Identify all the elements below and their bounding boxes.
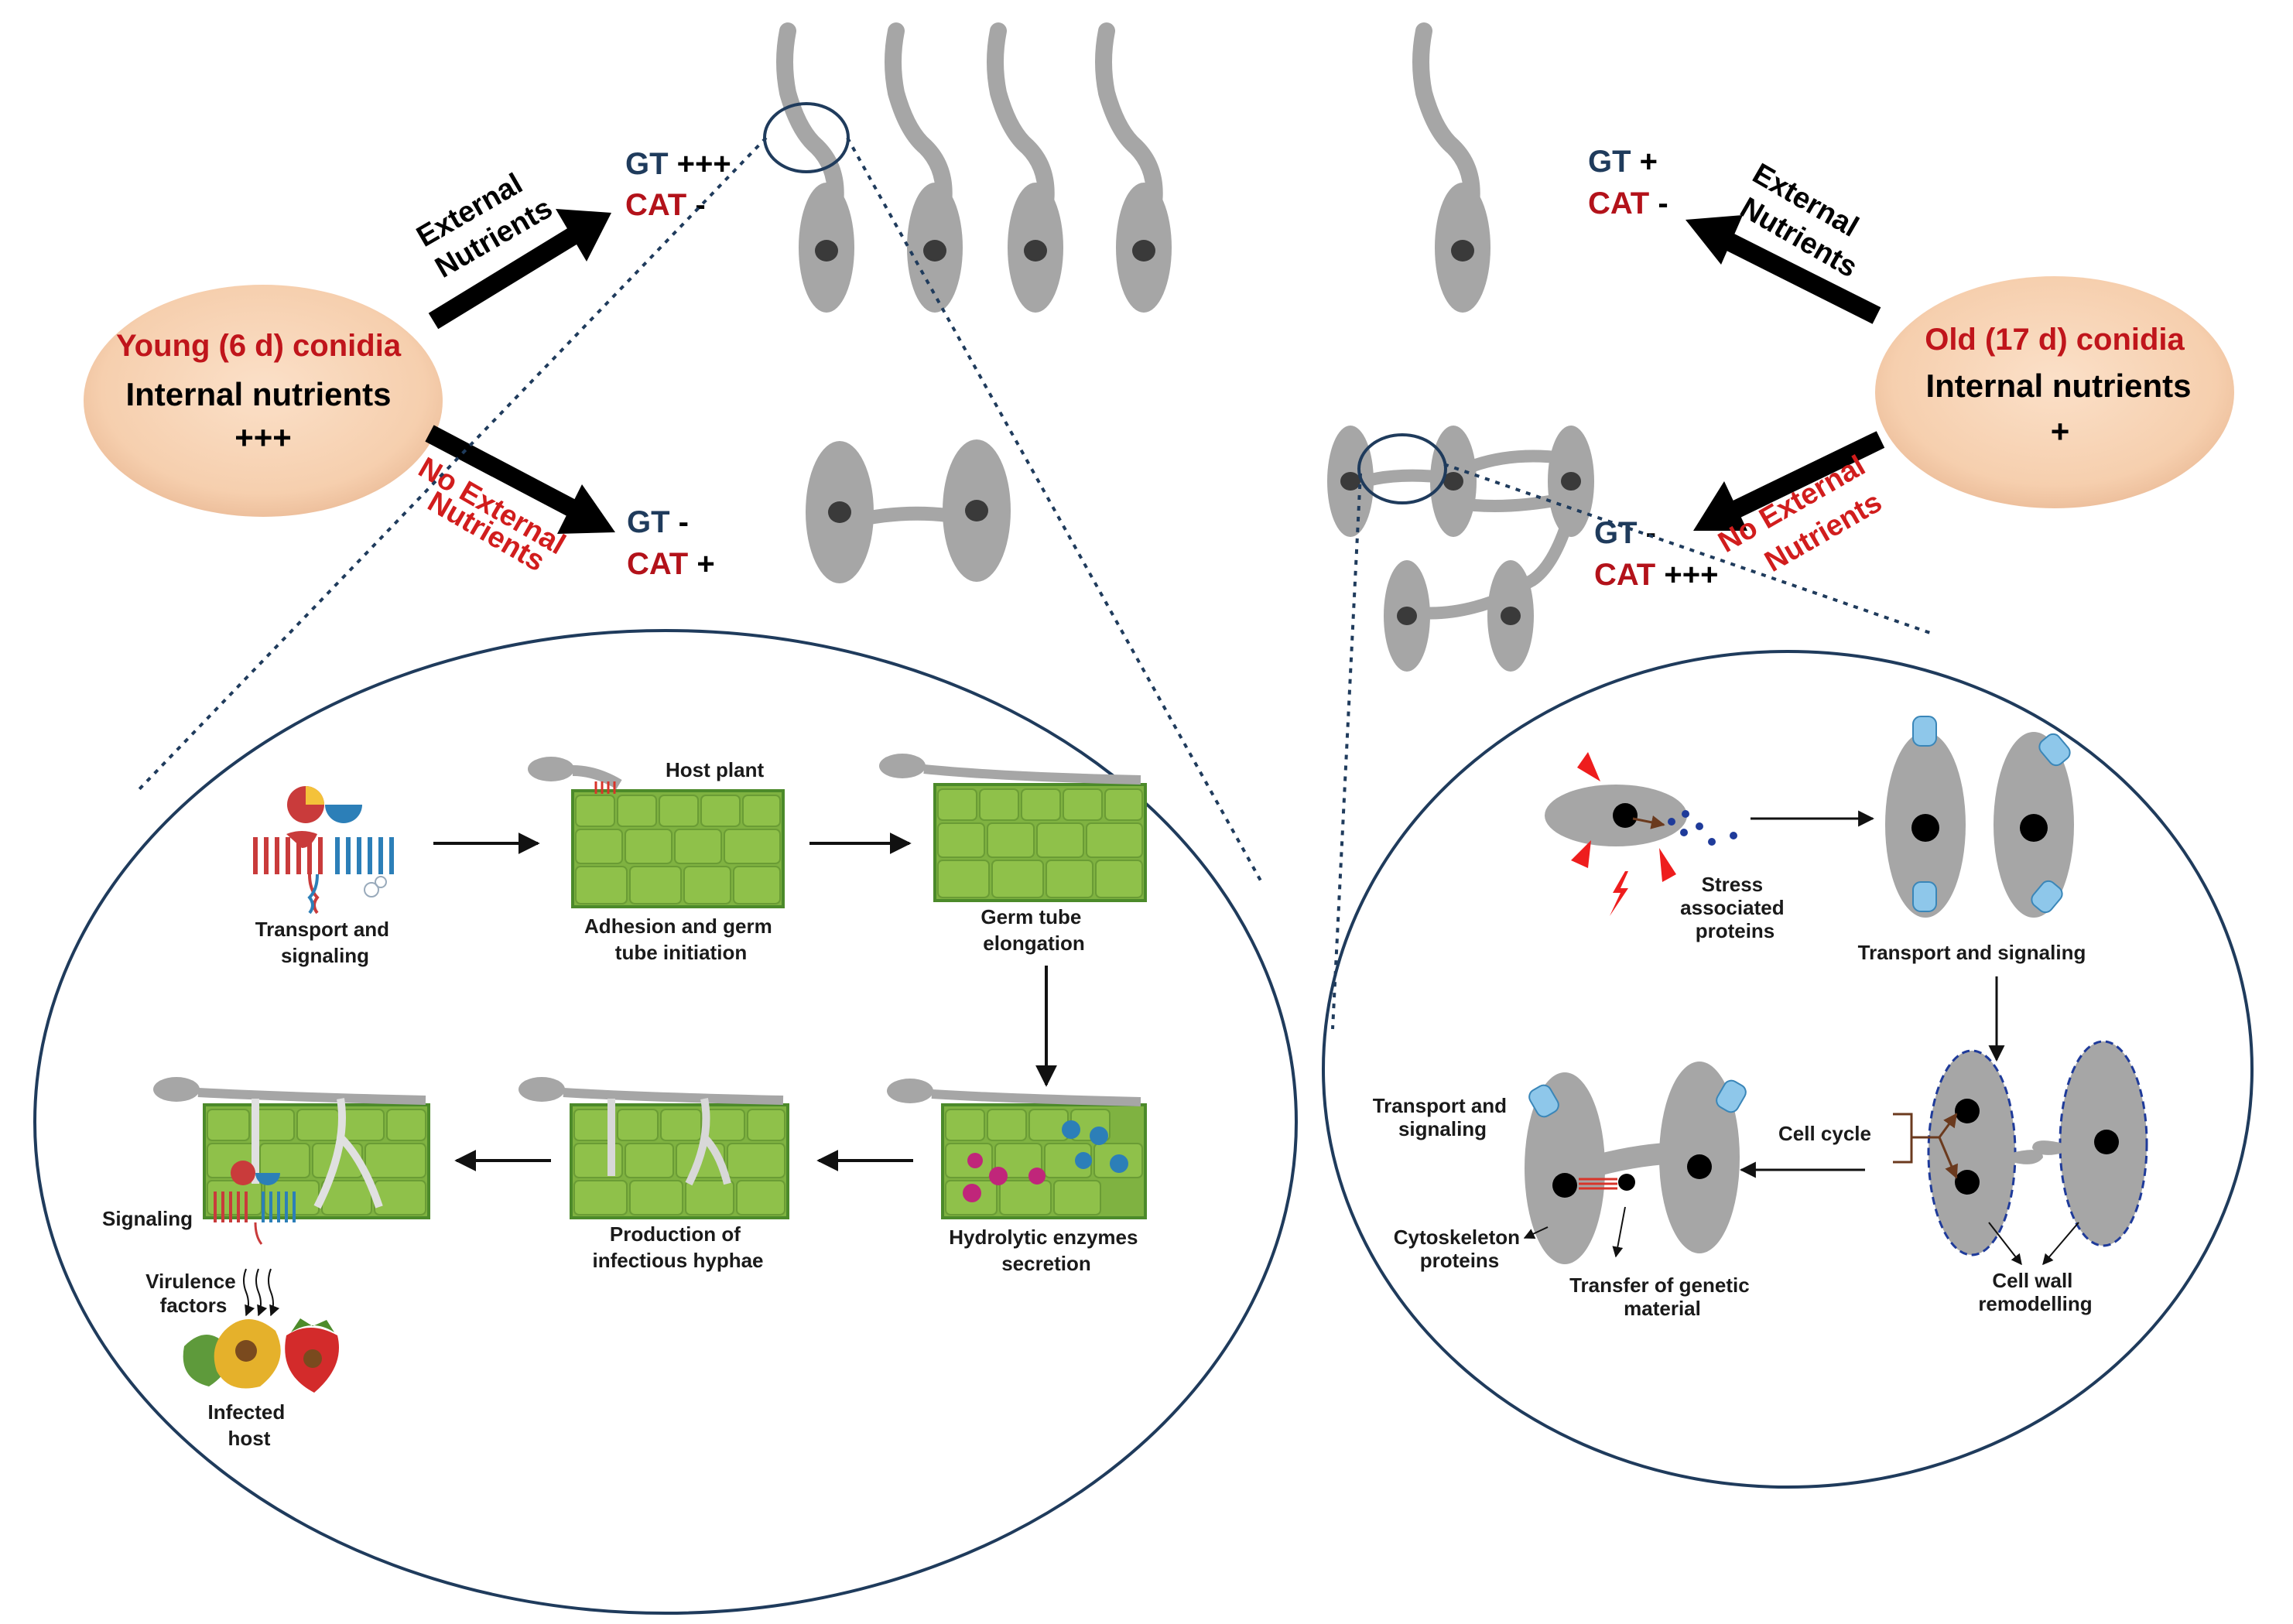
germinated-conidia-group [776, 22, 1490, 313]
old-internal-level: + [2051, 413, 2070, 450]
hydrolytic-label: Hydrolytic enzymes secretion [949, 1226, 1143, 1275]
old-external-arrow: External Nutrients [1686, 157, 1881, 324]
gt-level: +++ [677, 147, 731, 181]
production-label: Production of infectious hyphae [592, 1222, 763, 1272]
old-conidia-title: Old (17 d) conidia [1925, 323, 2185, 357]
cytoskeleton-label: Cytoskeleton proteins [1394, 1226, 1526, 1272]
infected-host-label: Infected host [208, 1400, 291, 1450]
virulence-arrows [243, 1268, 280, 1317]
old-none-markers: GT - CAT +++ [1594, 516, 1718, 592]
cat-label: CAT [627, 547, 688, 581]
svg-text:CAT -: CAT - [1588, 186, 1668, 221]
young-conidia-title: Young (6 d) conidia [116, 329, 402, 363]
elongation-label: Germ tube elongation [981, 905, 1087, 955]
old-no-external-arrow: No External Nutrients [1693, 431, 1887, 579]
stressed-conidium [1545, 752, 1737, 916]
cat-level: + [696, 547, 714, 581]
old-internal-label: Internal nutrients [1925, 368, 2191, 404]
young-conidia-node: Young (6 d) conidia Internal nutrients +… [84, 285, 443, 517]
cat-level: +++ [1664, 558, 1718, 592]
infected-host-icon [183, 1318, 339, 1393]
cat-label: CAT [1594, 558, 1655, 592]
gt-label: GT [627, 505, 670, 539]
adhesion-label: Adhesion and germ tube initiation [584, 915, 778, 964]
left-detail-panel [33, 629, 1298, 1615]
anastomosis-pair-young [806, 439, 1011, 583]
gt-label: GT [1588, 145, 1631, 179]
young-no-external-arrow: No External Nutrients [413, 425, 615, 578]
svg-text:GT +++: GT +++ [625, 147, 731, 181]
tissue-block-production [518, 1077, 789, 1219]
transport-conidia-pair [1885, 716, 2074, 918]
cat-label: CAT [1588, 186, 1649, 221]
zoom-focus-old [1357, 433, 1447, 504]
tissue-block-infected [153, 1077, 430, 1245]
germinated-conidium [776, 22, 854, 313]
tissue-block-hydrolytic [887, 1079, 1147, 1219]
svg-text:CAT -: CAT - [625, 188, 706, 222]
signaling-label: Signaling [102, 1207, 193, 1230]
tissue-block-elongation [879, 754, 1147, 902]
old-ext-markers: GT + CAT - [1588, 145, 1668, 221]
svg-text:GT -: GT - [1594, 516, 1656, 550]
cat-level: - [695, 188, 705, 222]
virulence-label: Virulence factors [145, 1270, 241, 1317]
young-internal-level: +++ [234, 419, 292, 456]
stress-proteins-label: Stress associated proteins [1680, 873, 1790, 942]
gt-level: - [1646, 516, 1656, 550]
transport-signaling-label: Transport and signaling [255, 918, 395, 967]
svg-text:GT +: GT + [1588, 145, 1658, 179]
transport-signaling-left-label: Transport and signaling [1373, 1094, 1513, 1140]
transport-receptor-icon [253, 786, 394, 915]
anastomosis-network-old [1327, 426, 1594, 672]
cat-level: - [1658, 186, 1668, 221]
gt-label: GT [1594, 516, 1638, 550]
host-plant-label: Host plant [666, 758, 764, 781]
germinated-conidium [885, 22, 963, 313]
transport-signaling-top-label: Transport and signaling [1858, 941, 2086, 964]
gt-level: - [679, 505, 689, 539]
zoom-lines [138, 136, 1935, 1030]
young-external-arrow: External Nutrients [412, 167, 611, 330]
right-detail-panel [1322, 650, 2254, 1489]
young-none-markers: GT - CAT + [627, 505, 715, 581]
genetic-transfer-label: Transfer of genetic material [1569, 1274, 1755, 1320]
svg-text:CAT +++: CAT +++ [1594, 558, 1718, 592]
cell-cycle-label: Cell cycle [1778, 1122, 1871, 1145]
genetic-transfer-pair [1523, 1062, 1747, 1264]
cell-wall-label: Cell wall remodelling [1978, 1269, 2092, 1315]
tissue-block-adhesion [528, 757, 785, 908]
germinated-conidium [987, 22, 1063, 313]
young-ext-markers: GT +++ CAT - [625, 147, 731, 222]
left-flow-arrows [433, 833, 1057, 1171]
cell-wall-remodelling-pair [1893, 1040, 2148, 1266]
svg-text:GT -: GT - [627, 505, 689, 539]
young-internal-label: Internal nutrients [125, 376, 391, 412]
gt-label: GT [625, 147, 669, 181]
svg-text:CAT +: CAT + [627, 547, 715, 581]
signaling-receptor-icon [214, 1161, 296, 1245]
right-flow-arrows [1739, 810, 2005, 1178]
germinated-conidium [1095, 22, 1172, 313]
gt-level: + [1640, 145, 1658, 179]
cat-label: CAT [625, 188, 686, 222]
old-conidia-node: Old (17 d) conidia Internal nutrients + [1875, 276, 2234, 508]
germinated-conidium [1412, 22, 1490, 313]
